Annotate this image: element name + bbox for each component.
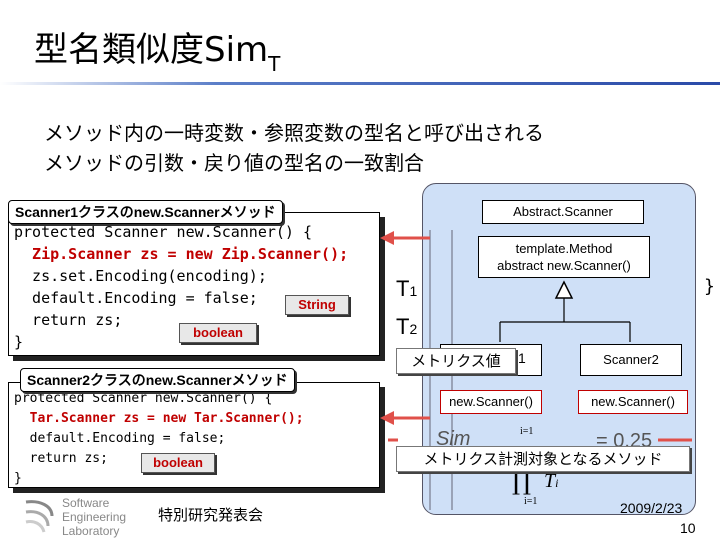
red-arrow-t2-head	[380, 411, 394, 425]
title-subscript: T	[268, 52, 281, 76]
formula-sim: Sim	[436, 428, 471, 450]
code-header-scanner1: Scanner1クラスのnew.Scannerメソッド	[8, 200, 283, 224]
uml-abstract-method: abstract new.Scanner()	[497, 258, 631, 273]
code-line: default.Encoding = false;	[14, 289, 258, 307]
metrics-target-callout: メトリクス計測対象となるメソッド	[396, 446, 690, 472]
code-line: Zip.Scanner zs = new Zip.Scanner();	[14, 245, 349, 263]
label-t1: T1	[396, 276, 417, 302]
metrics-value-suffix: 1	[518, 350, 526, 366]
page-title: 型名類似度SimT	[34, 22, 280, 76]
label-t2-letter: T	[396, 314, 410, 339]
logo-emblem-icon	[25, 500, 54, 533]
formula-lower-limit: i=1	[524, 496, 538, 507]
formula-upper-limit: i=1	[520, 426, 534, 437]
code-line: return zs;	[14, 451, 108, 466]
red-arrow-t1-head	[380, 231, 394, 245]
subtitle: メソッド内の一時変数・参照変数の型名と呼び出される メソッドの引数・戻り値の型名…	[44, 118, 544, 178]
uml-abstract-class-name: Abstract.Scanner	[482, 200, 644, 224]
uml-stray-brace: }	[704, 276, 715, 297]
uml-abstract-class-methods: template.Method abstract new.Scanner()	[478, 236, 650, 278]
title-main: 型名類似度Sim	[34, 30, 269, 70]
title-underline	[0, 82, 720, 85]
label-t1-sub: 1	[409, 283, 418, 299]
code-box-scanner1: protected Scanner new.Scanner() { Zip.Sc…	[8, 212, 380, 356]
uml-scanner2-class: Scanner2	[580, 344, 682, 376]
formula-ti: Ti	[544, 470, 558, 493]
metrics-value-callout: メトリクス値	[396, 348, 516, 374]
formula-i: i	[555, 476, 559, 490]
footer-date: 2009/2/23	[620, 500, 683, 516]
code-header-scanner2: Scanner2クラスのnew.Scannerメソッド	[20, 368, 295, 392]
subtitle-line-1: メソッド内の一時変数・参照変数の型名と呼び出される	[44, 121, 544, 145]
code-line: zs.set.Encoding(encoding);	[14, 267, 267, 285]
formula-product: ∏	[512, 468, 532, 496]
uml-scanner2-method: new.Scanner()	[578, 390, 688, 414]
code-line: default.Encoding = false;	[14, 431, 226, 446]
label-t2: T2	[396, 314, 417, 340]
uml-scanner1-method: new.Scanner()	[440, 390, 542, 414]
uml-scanner2-name: Scanner2	[603, 352, 659, 367]
uml-template-method: template.Method	[515, 241, 613, 256]
logo-line-3: Laboratory	[62, 524, 120, 538]
inheritance-arrowhead	[554, 280, 574, 299]
type-tag-boolean: boolean	[141, 453, 215, 473]
code-line: }	[14, 471, 22, 486]
code-line: Tar.Scanner zs = new Tar.Scanner();	[14, 411, 304, 426]
logo-line-1: Software	[62, 496, 110, 510]
code-line: return zs;	[14, 311, 123, 329]
formula-t: T	[544, 470, 556, 492]
label-t2-sub: 2	[409, 321, 418, 337]
code-box-scanner2: protected Scanner new.Scanner() { Tar.Sc…	[8, 382, 380, 488]
logo-line-2: Engineering	[62, 510, 127, 524]
label-t1-letter: T	[396, 276, 410, 301]
code-line: }	[14, 333, 24, 351]
code-line: protected Scanner new.Scanner() {	[14, 391, 273, 406]
type-tag-string: String	[285, 295, 349, 315]
type-tag-boolean: boolean	[179, 323, 257, 343]
code-line: protected Scanner new.Scanner() {	[14, 223, 313, 241]
footer-page-number: 10	[680, 520, 696, 536]
lab-logo: Software Engineering Laboratory	[22, 496, 152, 540]
subtitle-line-2: メソッドの引数・戻り値の型名の一致割合	[44, 151, 424, 175]
footer-event: 特別研究発表会	[158, 506, 264, 524]
